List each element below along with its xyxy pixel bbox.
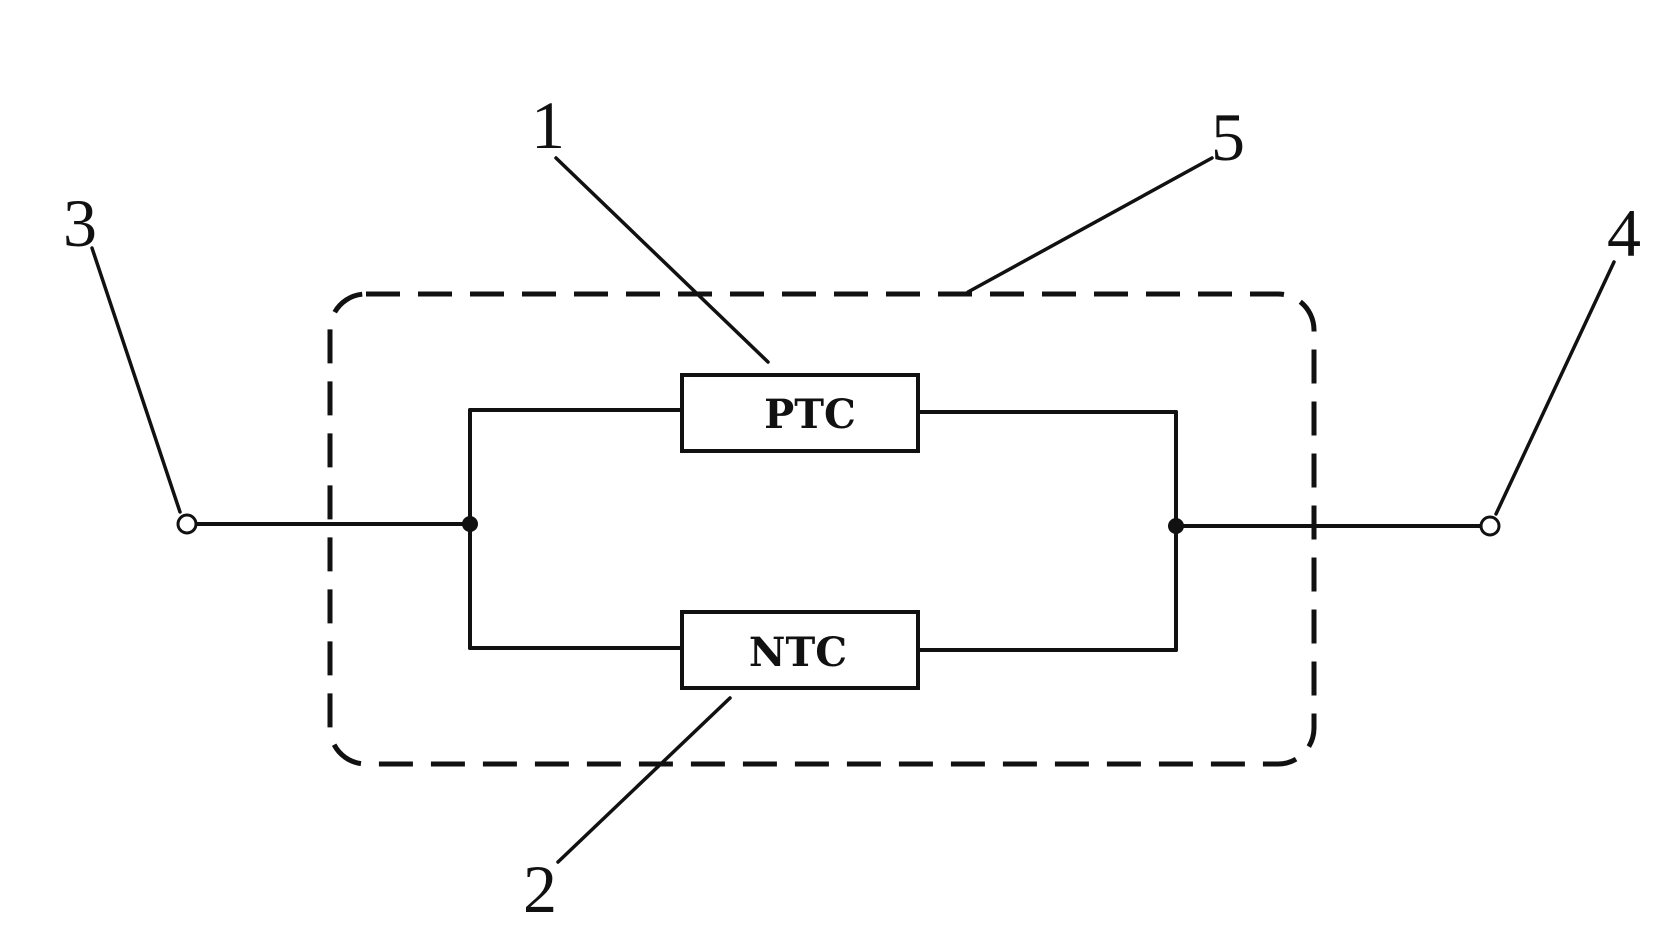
terminal-4-circle bbox=[1479, 515, 1501, 537]
callout-4-label: 4 bbox=[1607, 195, 1641, 271]
terminal-3-circle bbox=[176, 513, 198, 535]
ptc-resistor: PTC bbox=[680, 373, 920, 453]
callout-1-label: 1 bbox=[531, 87, 565, 163]
ntc-resistor: NTC bbox=[680, 610, 920, 690]
ptc-resistor-body bbox=[680, 373, 920, 453]
callout-5-leader bbox=[966, 156, 1214, 294]
right-junction-dot bbox=[1168, 518, 1184, 534]
ptc-label: PTC bbox=[764, 391, 856, 438]
callout-4-leader bbox=[1494, 260, 1616, 516]
ntc-label: NTC bbox=[749, 629, 847, 676]
left-junction-dot bbox=[462, 516, 478, 532]
callout-3-leader bbox=[90, 246, 182, 514]
callout-5-label: 5 bbox=[1211, 99, 1245, 175]
ntc-resistor-body bbox=[680, 610, 920, 690]
callout-2-label: 2 bbox=[523, 851, 557, 927]
callout-3-label: 3 bbox=[63, 185, 97, 261]
enclosure-boundary bbox=[327, 291, 1317, 767]
callout-1-leader bbox=[554, 156, 770, 364]
callout-2-leader bbox=[556, 696, 732, 864]
